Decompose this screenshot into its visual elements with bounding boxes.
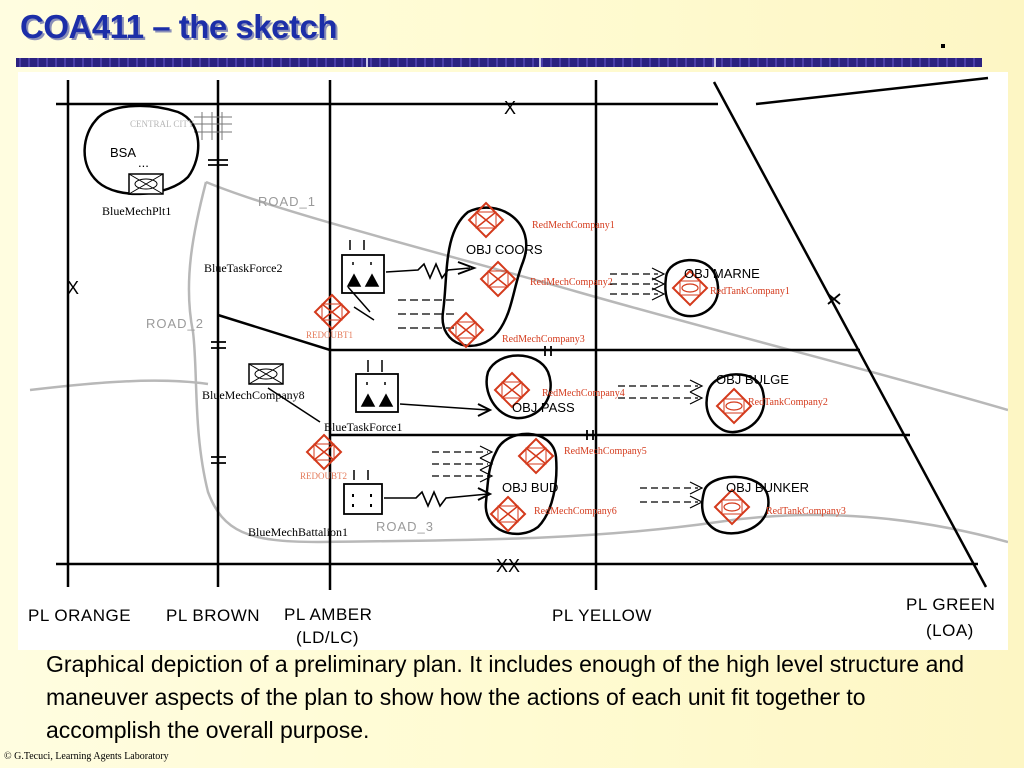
pl-yellow-label: PL YELLOW [552, 606, 652, 625]
blue-mech-battalion-icon [343, 483, 383, 515]
slide-footer: © G.Tecuci, Learning Agents Laboratory [4, 751, 169, 762]
boundary-marker-left: X [67, 278, 79, 298]
central-city-label: CENTRAL CITY [130, 119, 195, 129]
obj-pass-area [485, 354, 552, 420]
slide-caption: Graphical depiction of a preliminary pla… [46, 651, 964, 743]
redoubt-2-label: REDOUBT2 [300, 471, 347, 481]
tf2-echelon [349, 240, 365, 250]
blue-mech-company-8-label: BlueMechCompany8 [202, 388, 305, 402]
obj-coors-area [441, 206, 528, 348]
coa-sketch: CENTRAL CITY BSA ... BlueMechPlt1 ROAD_1… [18, 72, 1008, 650]
red-mech-1-label: RedMechCompany1 [532, 220, 615, 231]
road-crossing-ticks [208, 159, 228, 464]
phase-lines [56, 76, 989, 590]
redoubt-1-label: REDOUBT1 [306, 330, 353, 340]
rule-tick [714, 58, 716, 67]
red-mech-4-label: RedMechCompany4 [542, 388, 625, 399]
obj-pass-label: OBJ PASS [512, 400, 575, 415]
top-boundary-right [755, 76, 989, 106]
red-mech-2-label: RedMechCompany2 [530, 277, 613, 288]
pl-amber-sub-label: (LD/LC) [296, 628, 359, 647]
title-rule [16, 58, 982, 67]
pl-green-sub-label: (LOA) [926, 621, 974, 640]
bsa-area [83, 104, 200, 196]
city-grid [194, 112, 232, 140]
red-mech-6-label: RedMechCompany6 [534, 506, 617, 517]
blue-mech-battalion-label: BlueMechBattalion1 [248, 525, 348, 539]
obj-coors-label: OBJ COORS [466, 242, 543, 257]
road-3-line [187, 181, 1008, 544]
red-mech-3-label: RedMechCompany3 [502, 334, 585, 345]
boundary-marker-bottom: XX [496, 556, 520, 576]
pl-amber-label: PL AMBER [284, 605, 372, 624]
obj-bunker-area [700, 475, 770, 535]
red-tank-1-label: RedTankCompany1 [710, 286, 790, 297]
obj-bulge-label: OBJ BULGE [716, 372, 789, 387]
pl-orange-label: PL ORANGE [28, 606, 131, 625]
pl-green-line [712, 81, 988, 588]
rule-tick [539, 58, 541, 67]
obj-bunker-label: OBJ BUNKER [726, 480, 809, 495]
pl-brown-label: PL BROWN [166, 606, 260, 625]
pl-green-label: PL GREEN [906, 595, 995, 614]
red-tank-3-label: RedTankCompany3 [766, 506, 846, 517]
slide-title: COA411 – the sketch [20, 8, 338, 45]
blue-task-force-1-label: BlueTaskForce1 [324, 420, 402, 434]
title-dot [941, 44, 945, 48]
line-ticks [544, 346, 594, 440]
obj-bud-label: OBJ BUD [502, 480, 558, 495]
tf2-attack-arrow [385, 261, 471, 281]
blue-task-force-2-label: BlueTaskForce2 [204, 261, 282, 275]
obj-bud-area [484, 432, 558, 536]
road-2-label: ROAD_2 [146, 316, 204, 331]
obj-bulge-area [705, 373, 766, 434]
road-2-line [29, 379, 209, 392]
blue-mech-plt-icon [128, 173, 164, 195]
redoubt-2-icon [306, 434, 342, 470]
red-tank-2-icon [716, 388, 752, 424]
coa-sketch-svg: CENTRAL CITY BSA ... BlueMechPlt1 ROAD_1… [28, 76, 1008, 647]
blue-mech-plt-label: BlueMechPlt1 [102, 204, 171, 218]
red-mech-5-label: RedMechCompany5 [564, 446, 647, 457]
blue-mech-company-8-icon [248, 363, 284, 385]
red-tank-2-label: RedTankCompany2 [748, 397, 828, 408]
road-3-label: ROAD_3 [376, 519, 434, 534]
bsa-label: BSA [110, 145, 136, 160]
red-mech-5-icon [518, 438, 554, 474]
road-1-label: ROAD_1 [258, 194, 316, 209]
bsa-dots: ... [138, 155, 149, 170]
obj-marne-label: OBJ MARNE [684, 266, 760, 281]
roads [29, 180, 1008, 544]
obj-marne-area [664, 258, 720, 318]
rule-tick [366, 58, 368, 67]
sector-line-upper [217, 313, 860, 352]
boundary-marker-top: X [504, 98, 516, 118]
road-1-line [205, 180, 1008, 412]
green-cross [827, 293, 841, 305]
redoubt-1-icon [314, 294, 350, 330]
